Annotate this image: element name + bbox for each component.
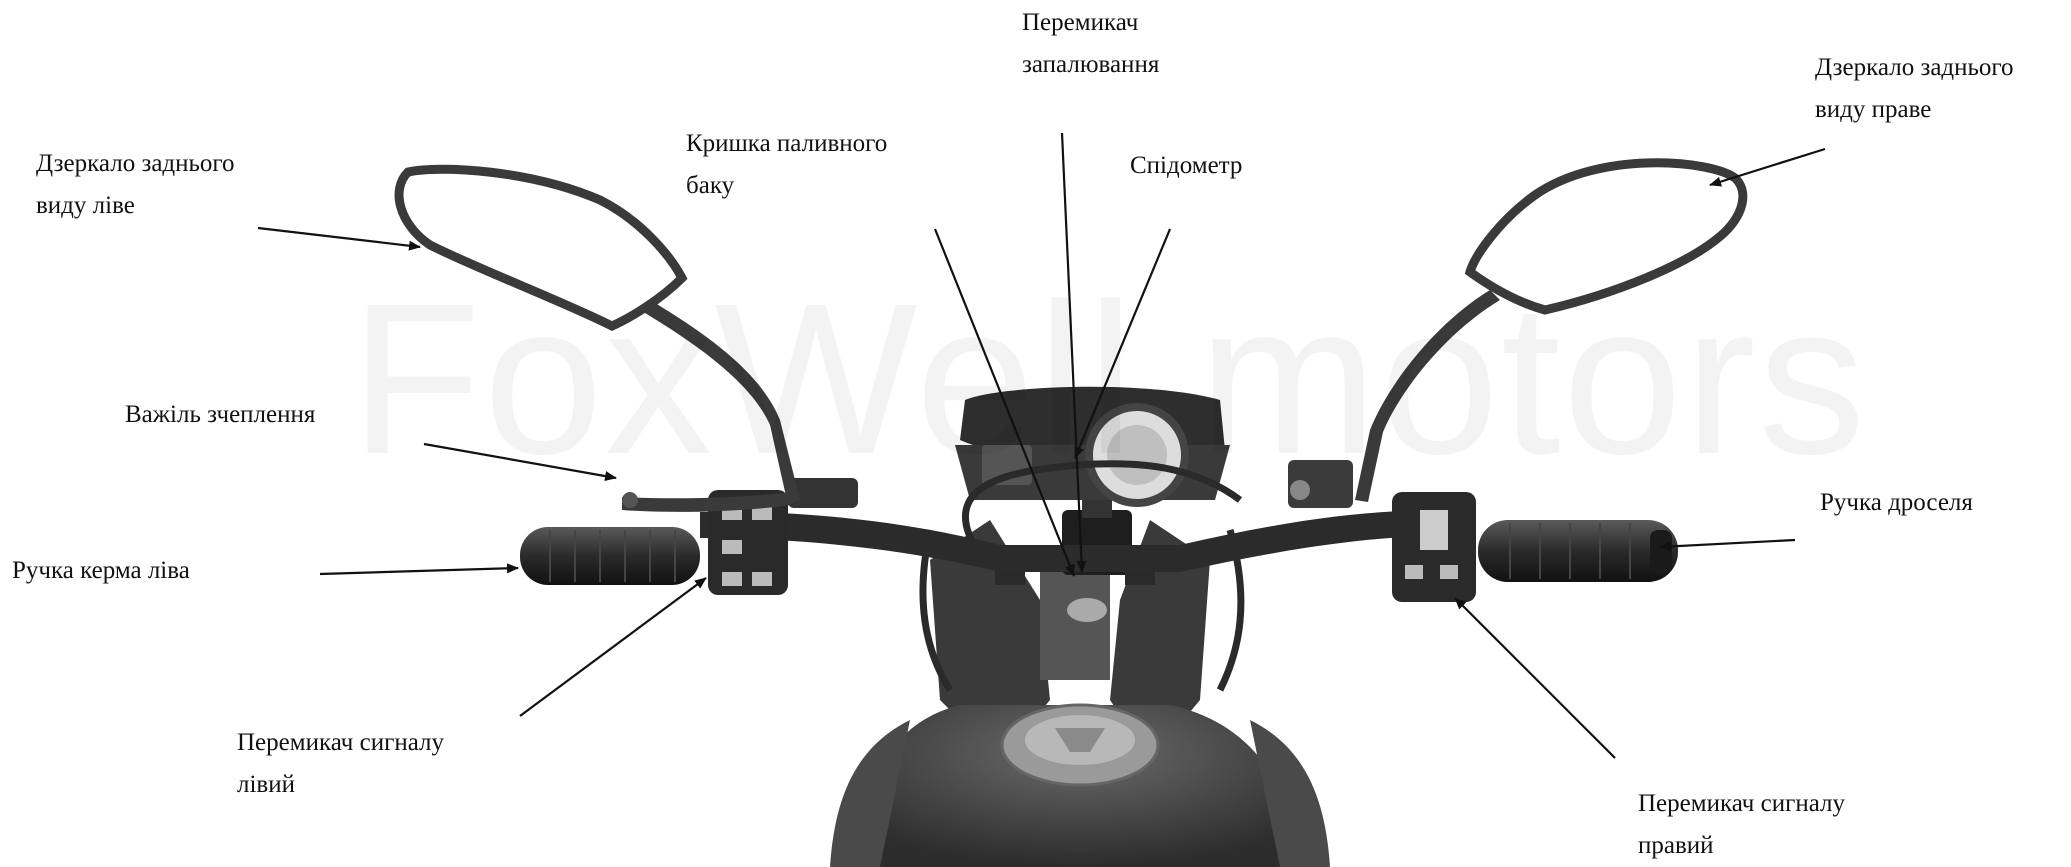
label-mirror-right: Дзеркало заднього виду праве <box>1815 47 2014 131</box>
label-left-grip: Ручка керма ліва <box>12 550 190 592</box>
label-signal-switch-right: Перемикач сигналу правий <box>1638 783 1845 867</box>
label-fuel-cap: Кришка паливного баку <box>686 123 887 207</box>
arrow-signal-right <box>1455 598 1615 758</box>
fuel-tank <box>830 705 1330 867</box>
watermark-text: FoxWell motors <box>350 255 1867 503</box>
arrow-left-grip <box>320 568 518 574</box>
arrow-throttle <box>1660 540 1795 547</box>
label-speedometer: Спідометр <box>1130 145 1242 187</box>
label-ignition-switch: Перемикач запалювання <box>1022 2 1159 86</box>
throttle-grip <box>1478 520 1678 582</box>
left-grip <box>520 527 700 585</box>
label-signal-switch-left: Перемикач сигналу лівий <box>237 722 444 806</box>
arrow-signal-left <box>520 578 706 716</box>
label-throttle-grip: Ручка дроселя <box>1820 482 1973 524</box>
right-switch-block <box>1392 492 1476 602</box>
arrow-mirror-left <box>258 228 420 247</box>
label-mirror-left: Дзеркало заднього виду ліве <box>36 143 235 227</box>
label-clutch-lever: Важіль зчеплення <box>125 394 315 436</box>
arrow-mirror-right <box>1710 149 1825 185</box>
